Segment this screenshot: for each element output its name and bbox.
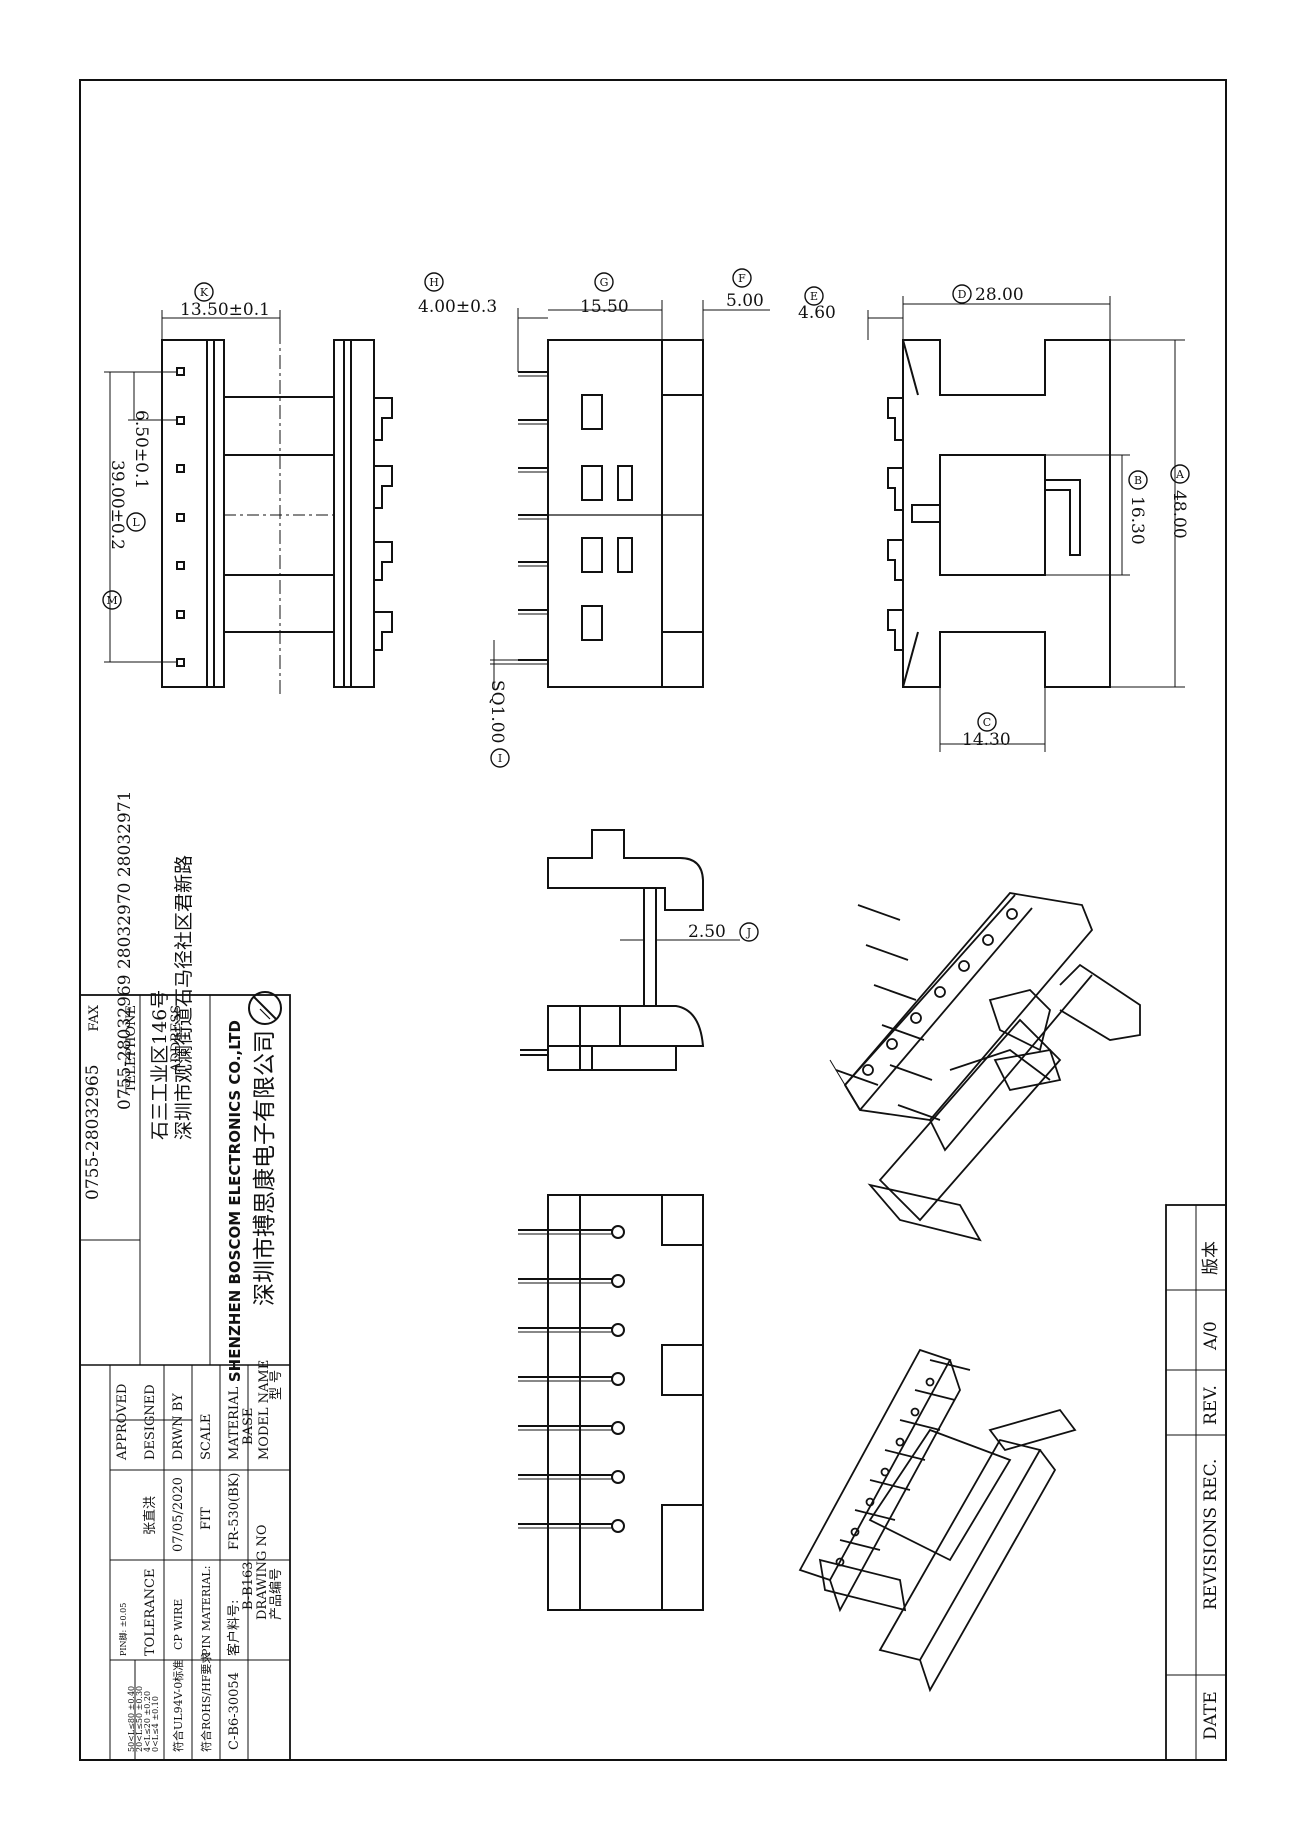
model-name-value: BASE bbox=[241, 1408, 256, 1445]
material-value: FR-530(BK) bbox=[227, 1473, 242, 1550]
company-logo bbox=[248, 991, 282, 1025]
right-view-dimensions bbox=[867, 296, 1185, 752]
telephone-label: TELEPHONE bbox=[124, 1005, 139, 1093]
scale-label: SCALE bbox=[199, 1414, 214, 1460]
svg-text:D: D bbox=[958, 288, 967, 301]
marker-a: A bbox=[1170, 464, 1190, 484]
marker-m: M bbox=[102, 590, 122, 610]
marker-j: J bbox=[739, 922, 759, 942]
svg-text:F: F bbox=[738, 272, 746, 285]
tolerance-row-2: 4<L≤20 ±0.20 bbox=[143, 1691, 152, 1752]
drawn-by-value: 07/05/2020 bbox=[171, 1477, 186, 1552]
designed-value: 张直洪 bbox=[143, 1496, 158, 1535]
material-label: MATERIAL bbox=[227, 1387, 242, 1460]
dim-m-value: 39.00±0.2 bbox=[107, 460, 127, 550]
marker-l: L bbox=[126, 512, 146, 532]
svg-text:L: L bbox=[132, 516, 140, 529]
customer-code-value: C-B6-30054 bbox=[227, 1672, 242, 1750]
version-value: A/0 bbox=[1201, 1321, 1221, 1351]
company-name-en: SHENZHEN BOSCOM ELECTRONICS CO.,LTD bbox=[226, 1020, 244, 1382]
company-name-cn: 深圳市搏思康电子有限公司 bbox=[252, 1030, 278, 1306]
approved-label: APPROVED bbox=[115, 1384, 130, 1461]
dim-k-value: 13.50±0.1 bbox=[180, 300, 270, 320]
model-name-cn: 型 号 bbox=[269, 1370, 284, 1400]
marker-d: D bbox=[952, 284, 972, 304]
isometric-view-top bbox=[829, 892, 1141, 1242]
svg-text:I: I bbox=[498, 752, 502, 765]
telephone-value: 0755-28032969 28032970 28032971 bbox=[115, 791, 135, 1110]
tolerance-row-3: 20<L≤50 ±0.30 bbox=[135, 1686, 144, 1752]
cp-wire-label: CP WIRE bbox=[172, 1599, 185, 1650]
address-line1: 深圳市观澜街道石马径社区君新路 bbox=[173, 855, 195, 1140]
right-view bbox=[887, 339, 1111, 688]
drawn-by-label: DRWN BY bbox=[171, 1393, 186, 1460]
dim-g-value: 15.50 bbox=[580, 297, 629, 317]
drawing-no-cn: 产品编号 bbox=[269, 1568, 284, 1620]
svg-text:K: K bbox=[200, 286, 209, 299]
marker-i: I bbox=[490, 748, 510, 768]
dim-f-value: 5.00 bbox=[726, 291, 764, 311]
svg-text:A: A bbox=[1175, 468, 1185, 481]
revisions-label: REVISIONS REC. bbox=[1201, 1459, 1221, 1610]
svg-text:G: G bbox=[600, 276, 609, 289]
svg-text:C: C bbox=[983, 716, 991, 729]
drawing-border bbox=[79, 79, 1227, 1761]
drawing-no-value: B-B163 bbox=[241, 1561, 256, 1610]
dim-l-value: 6.50±0.1 bbox=[131, 410, 151, 489]
pin-tolerance: PIN脚: ±0.05 bbox=[118, 1603, 128, 1656]
cp-wire-value: 符合UL94V-0标准 bbox=[171, 1660, 185, 1752]
middle-view-dimensions bbox=[490, 300, 770, 690]
marker-g: G bbox=[594, 272, 614, 292]
tolerance-label: TOLERANCE bbox=[143, 1569, 158, 1656]
pin-row-view bbox=[518, 1194, 704, 1611]
svg-text:B: B bbox=[1134, 474, 1142, 487]
dim-c-value: 14.30 bbox=[962, 730, 1011, 750]
customer-code-label: 客户料号: bbox=[226, 1600, 242, 1656]
title-block: 深圳市搏思康电子有限公司 SHENZHEN BOSCOM ELECTRONICS… bbox=[79, 791, 291, 1761]
profile-view bbox=[520, 829, 705, 1071]
address-line2: 石三工业区146号 bbox=[149, 990, 171, 1140]
marker-e: E bbox=[804, 286, 824, 306]
tolerance-row-4: 50<L≤80 ±0.40 bbox=[127, 1686, 136, 1752]
model-name-label: MODEL NAME bbox=[257, 1360, 272, 1460]
scale-value: FIT bbox=[199, 1507, 214, 1530]
dim-h-value: 4.00±0.3 bbox=[418, 297, 497, 317]
designed-label: DESIGNED bbox=[143, 1384, 158, 1460]
svg-text:H: H bbox=[429, 276, 439, 289]
tolerance-row-1: 0<L≤4 ±0.10 bbox=[151, 1696, 160, 1752]
pin-material-label: PIN MATERIAL: bbox=[200, 1566, 213, 1656]
svg-text:J: J bbox=[746, 926, 751, 939]
left-view bbox=[161, 330, 393, 697]
isometric-view-bottom bbox=[798, 1348, 1077, 1693]
marker-h: H bbox=[424, 272, 444, 292]
svg-text:M: M bbox=[106, 594, 117, 607]
left-view-dimensions bbox=[104, 310, 281, 663]
dim-a-value: 48.00 bbox=[1169, 490, 1189, 539]
dim-e-value: 4.60 bbox=[798, 303, 836, 323]
fax-label: FAX bbox=[87, 1004, 102, 1031]
revision-block: DATE REVISIONS REC. REV. A/0 版本 bbox=[1165, 1204, 1227, 1761]
address-label: ADDRESS bbox=[169, 1005, 184, 1073]
dim-d-value: 28.00 bbox=[975, 285, 1024, 305]
date-label: DATE bbox=[1201, 1691, 1221, 1740]
dim-i-value: SQ1.00 bbox=[487, 680, 507, 743]
marker-c: C bbox=[977, 712, 997, 732]
marker-b: B bbox=[1128, 470, 1148, 490]
dim-j-value: 2.50 bbox=[688, 922, 726, 942]
version-label: 版本 bbox=[1201, 1241, 1221, 1275]
marker-f: F bbox=[732, 268, 752, 288]
svg-text:E: E bbox=[810, 290, 818, 303]
middle-view bbox=[518, 339, 704, 688]
fax-value: 0755-28032965 bbox=[83, 1064, 103, 1200]
drawing-no-label: DRAWING NO bbox=[255, 1525, 270, 1621]
marker-k: K bbox=[194, 282, 214, 302]
dim-b-value: 16.30 bbox=[1127, 496, 1147, 545]
pin-material-value: 符合ROHS/HF要求 bbox=[199, 1653, 213, 1752]
rev-label: REV. bbox=[1201, 1385, 1221, 1425]
